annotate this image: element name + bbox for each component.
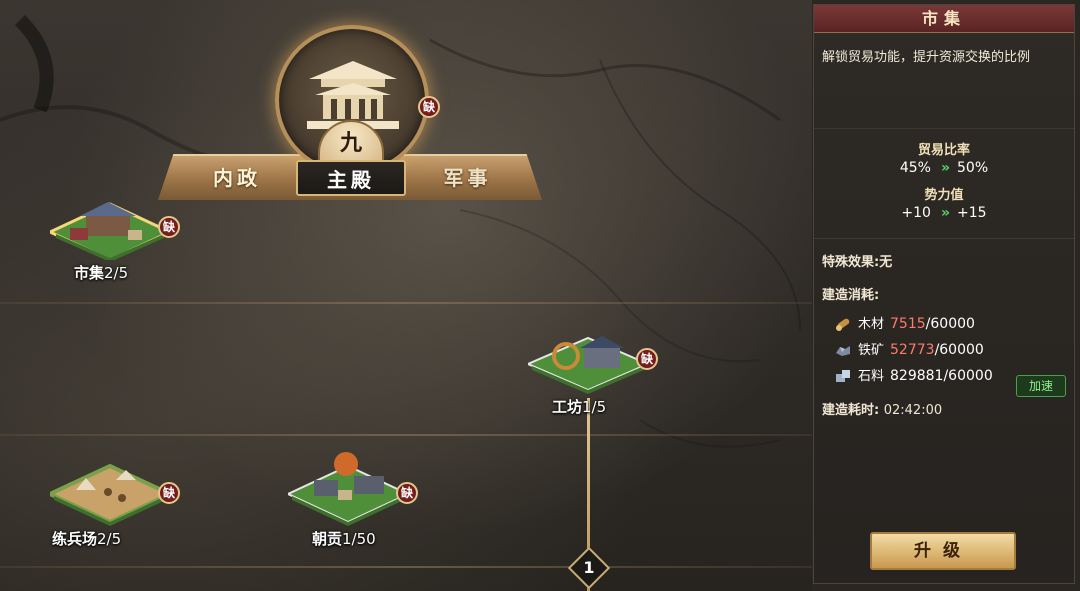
building-training-ground-label: 练兵场2/5	[52, 530, 122, 548]
stone-icon	[836, 370, 850, 382]
iron-ore-icon	[836, 346, 850, 356]
stat-trade-ratio-value: 45%»50%	[899, 160, 989, 176]
level-number: 1	[583, 558, 595, 577]
building-workshop-label: 工坊1/5	[552, 398, 607, 416]
building-description: 解锁贸易功能，提升资源交换的比例	[814, 33, 1074, 129]
building-workshop[interactable]	[525, 334, 651, 400]
stat-power-value: +10»+15	[901, 205, 987, 221]
wood-icon	[836, 318, 850, 331]
arrow-right-icon: »	[940, 160, 950, 176]
panel-title: 市集	[814, 5, 1074, 33]
missing-badge: 缺	[158, 216, 180, 238]
missing-badge: 缺	[158, 482, 180, 504]
special-effect: 特殊效果:无	[822, 255, 893, 270]
build-time: 建造耗时: 02:42:00	[822, 403, 943, 418]
building-training-ground[interactable]	[45, 462, 175, 530]
row-divider	[0, 434, 812, 436]
cost-label: 建造消耗:	[822, 288, 880, 303]
building-market-label: 市集2/5	[74, 264, 129, 282]
row-divider	[0, 302, 812, 304]
missing-badge: 缺	[418, 96, 440, 118]
tab-internal-affairs[interactable]: 内政	[213, 166, 261, 190]
stat-trade-ratio-label: 贸易比率	[917, 143, 970, 158]
tech-connector-line	[587, 398, 590, 591]
arrow-right-icon: »	[940, 205, 950, 221]
tribute-building-icon	[285, 452, 411, 526]
building-tribute[interactable]	[285, 452, 411, 530]
building-market[interactable]	[46, 198, 174, 264]
stat-block: 贸易比率 45%»50% 势力值 +10»+15	[814, 129, 1074, 239]
stat-power-label: 势力值	[924, 188, 964, 203]
workshop-building-icon	[525, 336, 651, 394]
upgrade-button[interactable]: 升级	[870, 532, 1016, 570]
building-tribute-label: 朝贡1/50	[312, 530, 376, 548]
building-detail-panel: 市集 解锁贸易功能，提升资源交换的比例 贸易比率 45%»50% 势力值 +10…	[813, 4, 1075, 584]
map-texture	[14, 15, 54, 113]
market-building-icon	[46, 202, 174, 262]
missing-badge: 缺	[396, 482, 418, 504]
training-ground-icon	[45, 463, 175, 526]
accelerate-button[interactable]: 加速	[1016, 375, 1066, 397]
tab-military[interactable]: 军事	[443, 166, 492, 190]
missing-badge: 缺	[636, 348, 658, 370]
tab-main-hall[interactable]: 主殿	[296, 160, 406, 196]
row-divider	[0, 566, 812, 568]
